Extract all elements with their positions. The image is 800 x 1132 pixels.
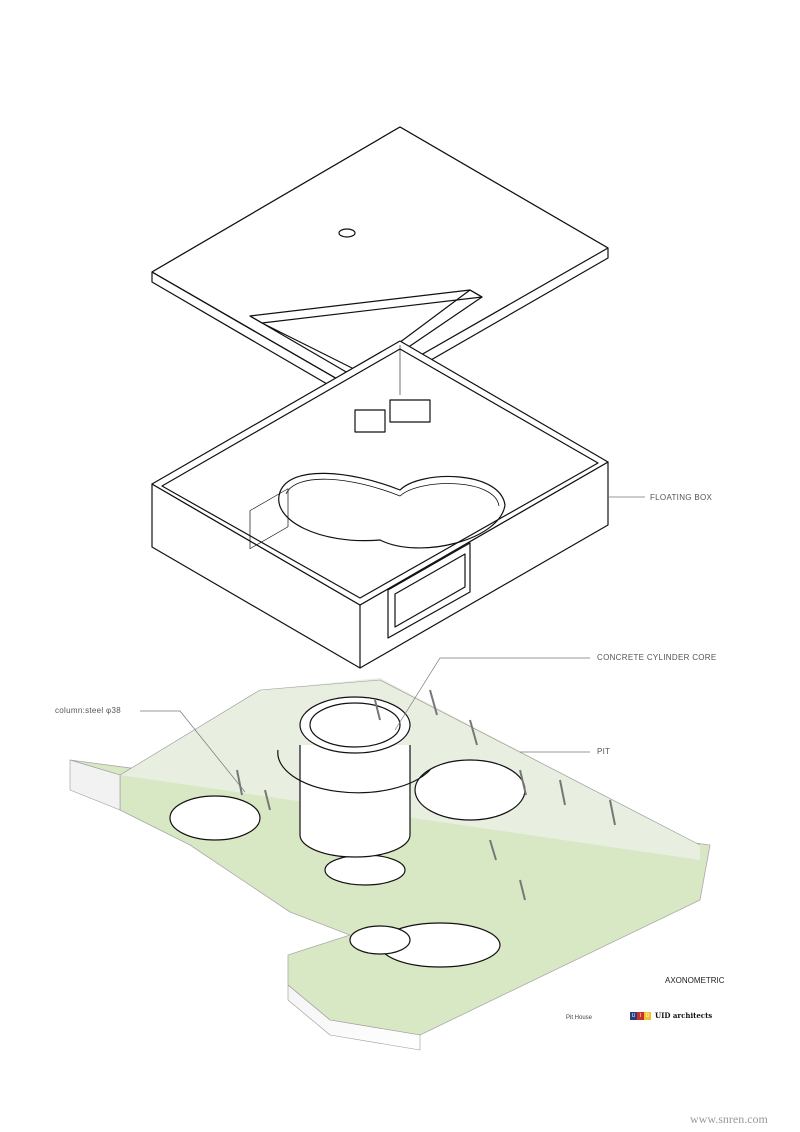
floating-box	[151, 340, 609, 669]
label-column: column:steel φ38	[55, 706, 122, 715]
roof-slab	[151, 126, 609, 403]
view-title: AXONOMETRIC	[665, 976, 725, 985]
logo-letter: D	[644, 1011, 651, 1020]
logo-letter: U	[630, 1011, 637, 1020]
firm-name: UID architects	[655, 1011, 713, 1020]
logo-letter: I	[637, 1011, 644, 1020]
project-name: Pit House	[566, 1015, 593, 1021]
label-pit: PIT	[597, 747, 611, 756]
label-concrete-cylinder-core: CONCRETE CYLINDER CORE	[597, 653, 717, 662]
label-floating-box: FLOATING BOX	[650, 493, 713, 502]
concrete-cylinder-core	[277, 696, 431, 858]
watermark: www.snren.com	[690, 1112, 768, 1126]
steel-columns	[236, 689, 616, 901]
